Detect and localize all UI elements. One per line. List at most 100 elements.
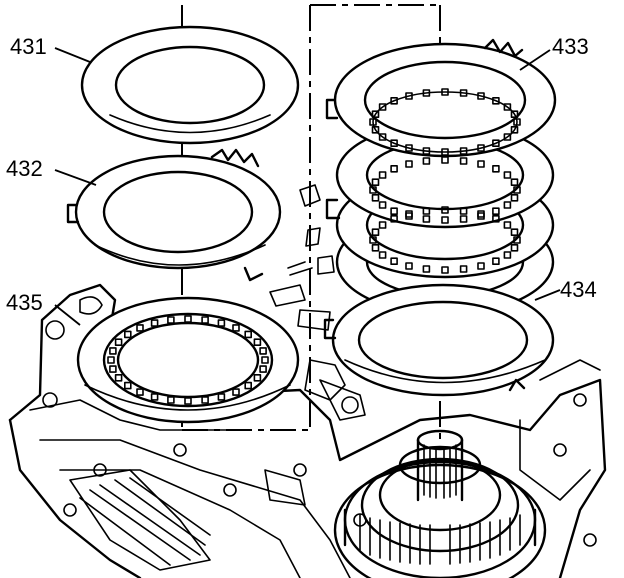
- spline-tooth: [422, 89, 431, 97]
- callout-432: 432: [6, 156, 43, 181]
- callout-435: 435: [6, 290, 43, 315]
- spline-tooth: [477, 144, 485, 152]
- spline-tooth: [201, 316, 209, 324]
- spline-tooth: [371, 126, 380, 134]
- spline-tooth: [503, 103, 512, 111]
- callout-leaders: [54, 47, 561, 326]
- spline-tooth: [477, 160, 485, 168]
- spline-tooth: [492, 165, 500, 173]
- spline-tooth: [261, 356, 269, 364]
- spline-tooth: [390, 139, 398, 147]
- spline-tooth: [369, 186, 377, 194]
- spline-tooth: [184, 315, 192, 323]
- spline-tooth: [369, 236, 377, 244]
- spline-tooth: [378, 201, 387, 209]
- spline-tooth: [378, 251, 387, 259]
- spline-tooth: [503, 171, 512, 179]
- spline-tooth: [371, 244, 380, 252]
- spline-tooth: [441, 88, 449, 96]
- spline-tooth: [477, 92, 485, 100]
- spline-tooth: [390, 257, 398, 266]
- callout-433: 433: [552, 34, 589, 59]
- spline-tooth: [378, 133, 387, 141]
- spline-tooth: [441, 156, 449, 164]
- plate-435-teeth: [107, 315, 269, 405]
- spline-tooth: [390, 97, 398, 105]
- spline-tooth: [405, 160, 413, 168]
- spline-tooth: [503, 201, 512, 209]
- spline-tooth: [441, 266, 449, 274]
- spline-tooth: [109, 347, 117, 355]
- spline-tooth: [510, 110, 519, 118]
- spline-tooth: [503, 221, 512, 229]
- spline-tooth: [390, 165, 398, 173]
- spline-tooth: [107, 356, 115, 364]
- spline-tooth: [513, 186, 521, 194]
- spline-tooth: [503, 133, 512, 141]
- spline-tooth: [422, 215, 431, 223]
- spline-tooth: [390, 207, 398, 215]
- plate-stack-433-teeth: [369, 88, 521, 274]
- spline-tooth: [371, 228, 380, 236]
- spline-tooth: [510, 194, 519, 202]
- spline-tooth: [405, 144, 413, 152]
- spline-tooth: [459, 89, 468, 97]
- spline-tooth: [201, 396, 209, 404]
- spline-tooth: [477, 210, 485, 218]
- spline-tooth: [510, 244, 519, 252]
- spline-tooth: [371, 194, 380, 202]
- spline-tooth: [232, 388, 240, 396]
- spline-tooth: [492, 207, 500, 215]
- spline-tooth: [217, 393, 226, 401]
- spline-tooth: [184, 397, 192, 405]
- spline-tooth: [441, 148, 449, 156]
- spline-tooth: [217, 319, 226, 327]
- spline-tooth: [253, 373, 262, 382]
- spline-tooth: [136, 388, 144, 396]
- spline-tooth: [378, 103, 387, 111]
- spline-tooth: [459, 207, 468, 215]
- spline-tooth: [459, 147, 468, 155]
- spline-tooth: [114, 338, 123, 347]
- spline-tooth: [477, 262, 485, 270]
- plate-431: [80, 25, 300, 145]
- spline-tooth: [459, 215, 468, 223]
- spline-tooth: [232, 324, 240, 332]
- spline-tooth: [405, 262, 413, 270]
- clutch-drum-assembly: [333, 429, 547, 578]
- spline-tooth: [167, 316, 175, 324]
- spline-tooth: [513, 236, 521, 244]
- spline-tooth: [422, 207, 431, 215]
- plate-435: [76, 296, 300, 424]
- spline-tooth: [492, 257, 500, 266]
- spline-tooth: [510, 178, 519, 186]
- spline-tooth: [259, 347, 267, 355]
- plate-434: [323, 283, 555, 397]
- spline-tooth: [371, 110, 380, 118]
- spline-tooth: [244, 330, 252, 339]
- spline-tooth: [369, 118, 377, 126]
- spline-tooth: [167, 396, 175, 404]
- spline-tooth: [371, 178, 380, 186]
- spline-tooth: [510, 126, 519, 134]
- callout-434: 434: [560, 277, 597, 302]
- spline-tooth: [253, 338, 262, 347]
- spline-tooth: [422, 265, 431, 273]
- spline-tooth: [378, 171, 387, 179]
- plate-stack-433: [325, 38, 557, 316]
- spline-tooth: [492, 139, 500, 147]
- spline-tooth: [513, 118, 521, 126]
- plate-432: [66, 148, 282, 282]
- spline-tooth: [503, 251, 512, 259]
- spline-tooth: [124, 381, 132, 390]
- spline-tooth: [390, 215, 398, 223]
- spline-tooth: [459, 265, 468, 273]
- spline-tooth: [405, 92, 413, 100]
- callout-431: 431: [10, 34, 47, 59]
- spline-tooth: [405, 210, 413, 218]
- transmission-case: [8, 283, 607, 578]
- spline-tooth: [124, 330, 132, 339]
- spline-tooth: [492, 215, 500, 223]
- spline-tooth: [136, 324, 144, 332]
